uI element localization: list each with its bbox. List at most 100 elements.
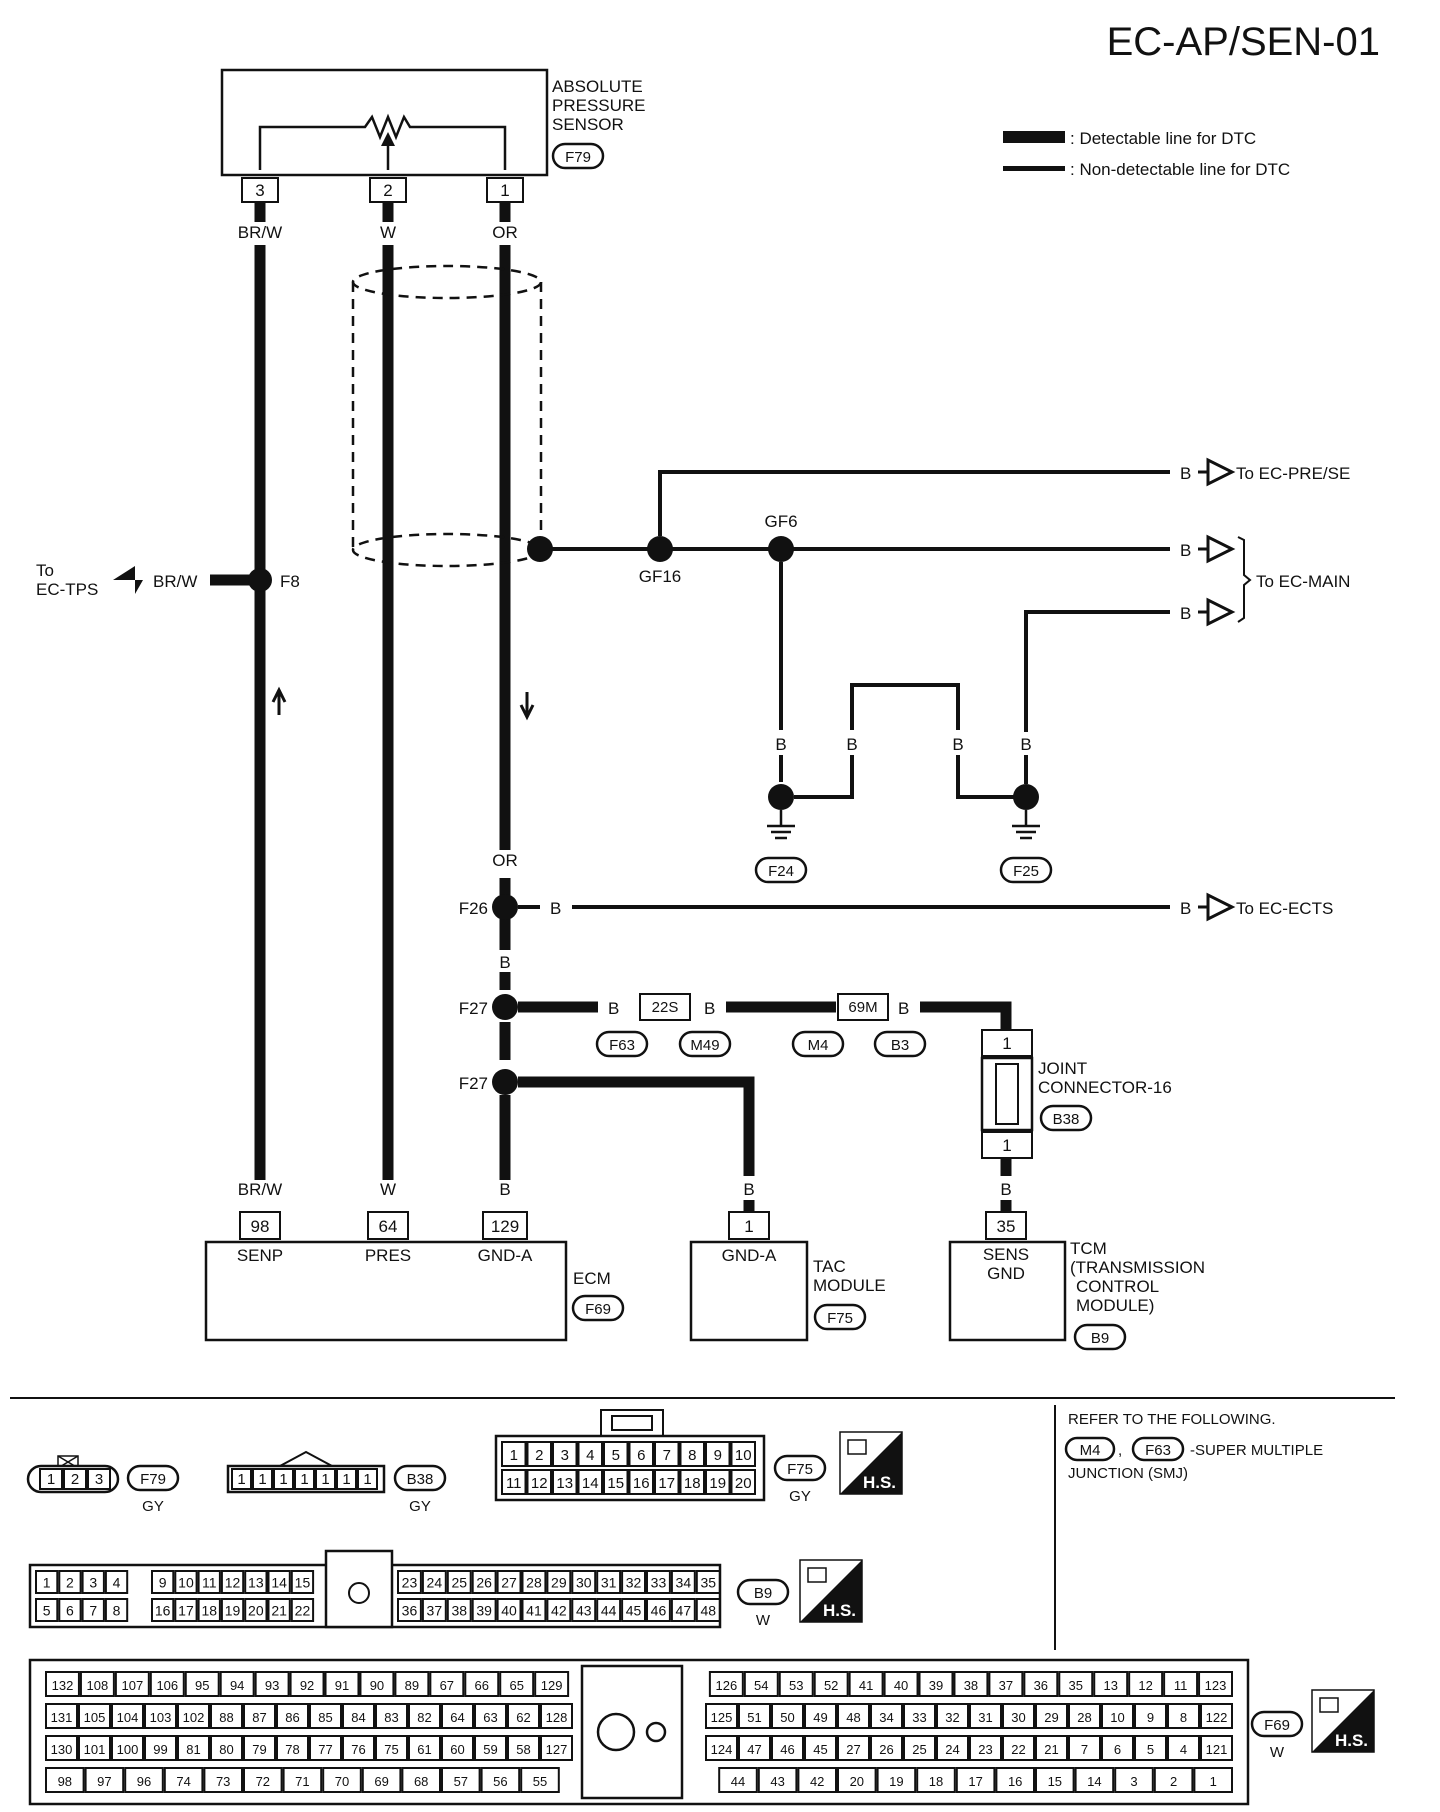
f79-pin: 2 (71, 1471, 79, 1488)
ecm-connector-tag: F69 (585, 1301, 611, 1318)
f69-cell (309, 1735, 342, 1761)
f69-cell (45, 1703, 78, 1729)
b9-r2r-cell (646, 1598, 671, 1622)
f69-cell (520, 1767, 560, 1793)
b9-r2l2-pin: 21 (271, 1603, 287, 1619)
f69-cell (124, 1767, 164, 1793)
f69-cell (210, 1703, 243, 1729)
f69-cell (1093, 1671, 1129, 1697)
f69-cell (837, 1703, 870, 1729)
f69-pin: 106 (156, 1678, 178, 1693)
f69-pin: 77 (318, 1742, 332, 1757)
f69-cell (507, 1703, 540, 1729)
b9-r2l-pin: 6 (66, 1603, 74, 1619)
ground-f24-label: F24 (768, 863, 794, 880)
f69-cell (1153, 1767, 1194, 1793)
b9-r1r-cell (546, 1570, 572, 1594)
f69-pin: 37 (999, 1678, 1013, 1693)
f69-cell (804, 1703, 837, 1729)
b9-r2r-pin: 41 (526, 1603, 542, 1619)
smj-wire-b-1: B (608, 999, 619, 1018)
sensor-pin-2: 2 (383, 181, 392, 200)
f69-cell (837, 1735, 870, 1761)
ecm-pin-98: 98 (251, 1217, 270, 1236)
f69-pin: 122 (1206, 1710, 1228, 1725)
f69-cell (1200, 1735, 1233, 1761)
refer-note: REFER TO THE FOLLOWING. M4 , F63 -SUPER … (1064, 1411, 1323, 1482)
tac-term: GND-A (722, 1246, 777, 1265)
dest-pre-se: To EC-PRE/SE (1236, 464, 1350, 483)
f69-cell (988, 1671, 1024, 1697)
f69-pin: 84 (351, 1710, 365, 1725)
f69-cell (936, 1703, 969, 1729)
f69-cell (219, 1671, 255, 1697)
tac-module: 1 GND-A TAC MODULE F75 (689, 1211, 886, 1342)
f69-pin: 19 (889, 1774, 903, 1789)
f69-pin: 30 (1011, 1710, 1025, 1725)
b9-r2l2-pin: 22 (295, 1603, 311, 1619)
b9-r1l2-cell (220, 1570, 245, 1594)
wire-69m-to-joint (920, 1001, 1012, 1030)
f69-cell (804, 1735, 837, 1761)
b9-r1r-cell (596, 1570, 622, 1594)
refer-tag-f63: F63 (1145, 1442, 1171, 1459)
b9-r1r-cell (397, 1570, 422, 1594)
f75-row2-pin: 20 (735, 1475, 752, 1492)
b9-r1r-cell (670, 1570, 696, 1594)
b9-r2l2-pin: 20 (248, 1603, 264, 1619)
f69-pin: 127 (546, 1742, 568, 1757)
f69-cell (324, 1671, 360, 1697)
f69-pin: 80 (219, 1742, 233, 1757)
tac-pin-1: 1 (744, 1217, 753, 1236)
b9-r2l2-cell (244, 1598, 268, 1622)
f69-pin: 47 (747, 1742, 761, 1757)
f75-row2-cell (654, 1469, 680, 1495)
f69-cell (394, 1671, 430, 1697)
f69-pin: 86 (285, 1710, 299, 1725)
f69-cell (1134, 1735, 1167, 1761)
b9-r1l-pin: 3 (89, 1575, 97, 1591)
f69-pin: 98 (58, 1774, 72, 1789)
smj-tag-b3: B3 (891, 1037, 909, 1054)
b9-r2r-cell (571, 1598, 597, 1622)
b9-r2r-pin: 36 (402, 1603, 418, 1619)
b38-cell (294, 1468, 315, 1490)
f69-cell (969, 1735, 1002, 1761)
f69-pin: 14 (1087, 1774, 1101, 1789)
f69-cell (79, 1671, 115, 1697)
f69-cell (883, 1671, 919, 1697)
f69-hs-label: H.S. (1335, 1731, 1368, 1750)
wire-color-w: W (380, 223, 396, 242)
smj-tag-1 (595, 1030, 649, 1058)
f69-pin: 9 (1147, 1710, 1154, 1725)
f69-cell (342, 1703, 375, 1729)
f69-cell (361, 1767, 402, 1793)
f75-row1-cell (501, 1441, 527, 1467)
f69-cell (953, 1671, 989, 1697)
f69-pin: 58 (516, 1742, 530, 1757)
f79-cell (87, 1468, 111, 1490)
f69-cell (243, 1767, 283, 1793)
b9-r2l2-cell (220, 1598, 245, 1622)
b38-cell (231, 1468, 252, 1490)
f69-tag-oval (1250, 1710, 1304, 1738)
f75-row1-pin: 7 (663, 1447, 671, 1464)
f69-cell (1114, 1767, 1154, 1793)
b9-r2r-pin: 40 (501, 1603, 517, 1619)
f69-cell (474, 1735, 507, 1761)
f69-pin: 78 (285, 1742, 299, 1757)
ecm-term-pres: PRES (365, 1246, 411, 1265)
sensor-name-line-1: ABSOLUTE (552, 77, 643, 96)
f69-pin: 105 (84, 1710, 106, 1725)
f75-row2-pin: 13 (556, 1475, 573, 1492)
f69-cell (1023, 1671, 1059, 1697)
b9-r1l-cell (81, 1570, 105, 1594)
b9-r1r-pin: 26 (476, 1575, 492, 1591)
b9-r1r-pin: 28 (526, 1575, 542, 1591)
b9-r2l2-pin: 16 (155, 1603, 171, 1619)
b9-r1r-cell (521, 1570, 547, 1594)
f69-cell (144, 1735, 177, 1761)
f69-pin: 18 (929, 1774, 943, 1789)
f69-cell (955, 1767, 996, 1793)
